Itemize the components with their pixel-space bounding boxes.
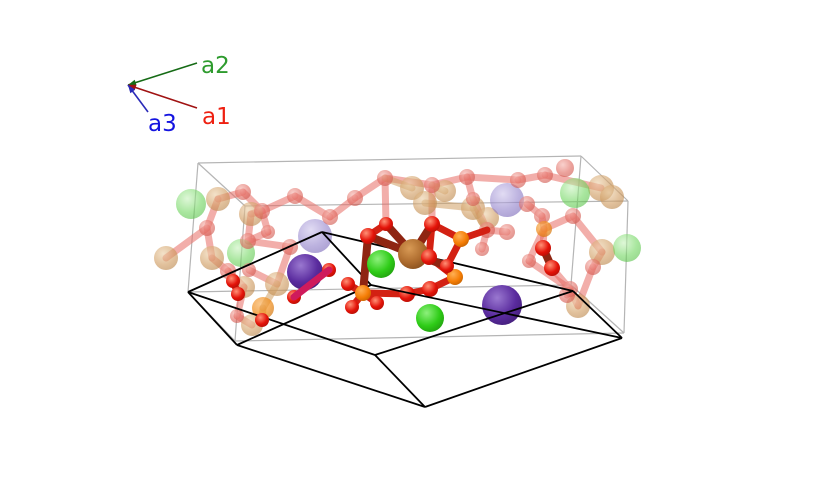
atom-O[interactable] xyxy=(535,240,551,256)
atom-P-ghost[interactable] xyxy=(600,185,624,209)
atom-O-ghost[interactable] xyxy=(199,220,215,236)
atom-O[interactable] xyxy=(424,216,440,232)
axis-arrowhead-a1 xyxy=(128,84,137,91)
atom-Fe[interactable] xyxy=(398,239,428,269)
atom-O[interactable] xyxy=(370,296,384,310)
axis-arrowhead-a3 xyxy=(128,85,136,94)
bond-dark xyxy=(359,232,372,297)
ghost-atoms xyxy=(154,159,641,336)
primitive-cell-front-edges xyxy=(236,284,623,408)
atom-Cl-ghost[interactable] xyxy=(613,234,641,262)
cell-edge xyxy=(236,284,372,346)
atom-O[interactable] xyxy=(399,286,415,302)
atom-O-ghost[interactable] xyxy=(254,203,270,219)
axis-label-a3: a3 xyxy=(148,111,177,137)
atom-O-ghost[interactable] xyxy=(235,184,251,200)
axis-line-a1 xyxy=(127,84,198,109)
bond-crimson xyxy=(290,266,333,301)
atom-O[interactable] xyxy=(544,260,560,276)
atom-O[interactable] xyxy=(231,287,245,301)
atom-P-ghost[interactable] xyxy=(589,239,615,265)
atom-O-ghost[interactable] xyxy=(475,242,489,256)
atom-P-ghost[interactable] xyxy=(265,272,289,296)
cell-edge xyxy=(236,344,426,408)
atom-O-ghost[interactable] xyxy=(556,159,574,177)
atom-Cl-ghost[interactable] xyxy=(176,189,206,219)
cell-edge xyxy=(187,231,323,293)
atom-O-ghost[interactable] xyxy=(522,254,536,268)
axis-label-a1: a1 xyxy=(202,104,231,130)
axis-widget: a2 a1 a3 xyxy=(127,53,231,137)
atom-O-ghost[interactable] xyxy=(459,169,475,185)
atom-O[interactable] xyxy=(379,217,393,231)
atom-O-ghost[interactable] xyxy=(240,233,256,249)
atom-Cl[interactable] xyxy=(416,304,444,332)
atom-O-ghost[interactable] xyxy=(510,172,526,188)
atom-K-ghost[interactable] xyxy=(490,183,524,217)
atom-O-ghost[interactable] xyxy=(537,167,553,183)
atom-O[interactable] xyxy=(255,313,269,327)
atom-O-ghost[interactable] xyxy=(377,170,393,186)
atom-P-ghost[interactable] xyxy=(200,246,224,270)
cell-edge xyxy=(424,337,623,408)
atom-P[interactable] xyxy=(453,231,469,247)
atom-Po-ghost[interactable] xyxy=(252,297,274,319)
cell-edge xyxy=(187,291,238,346)
bond-pink xyxy=(463,173,522,184)
atom-Cl-ghost[interactable] xyxy=(560,178,590,208)
atom-O-ghost[interactable] xyxy=(261,225,275,239)
atom-O[interactable] xyxy=(422,281,438,297)
cell-edge xyxy=(374,354,426,408)
atom-O[interactable] xyxy=(421,249,437,265)
atom-O-ghost[interactable] xyxy=(585,259,601,275)
atom-P[interactable] xyxy=(447,269,463,285)
atom-Cl[interactable] xyxy=(367,250,395,278)
cell-edge xyxy=(572,290,623,339)
atom-O-ghost[interactable] xyxy=(466,192,480,206)
atom-P-ghost[interactable] xyxy=(154,246,178,270)
atom-O-ghost[interactable] xyxy=(230,309,244,323)
atom-O[interactable] xyxy=(440,259,454,273)
atom-O-ghost[interactable] xyxy=(534,208,550,224)
atom-O[interactable] xyxy=(226,274,240,288)
cell-edge xyxy=(623,200,629,334)
cell-edge xyxy=(197,162,246,207)
atom-O-ghost[interactable] xyxy=(499,224,515,240)
atom-O-ghost[interactable] xyxy=(287,188,303,204)
atom-P-ghost[interactable] xyxy=(413,191,437,215)
cell-edge xyxy=(374,290,574,356)
axis-line-a2 xyxy=(127,62,198,86)
atom-P[interactable] xyxy=(355,285,371,301)
axis-arrowhead-a2 xyxy=(128,79,137,86)
atom-O-ghost[interactable] xyxy=(565,208,581,224)
atom-O[interactable] xyxy=(360,228,376,244)
cell-edge xyxy=(187,291,376,356)
atom-Po-ghost[interactable] xyxy=(536,221,552,237)
atom-O[interactable] xyxy=(341,277,355,291)
atom-O-ghost[interactable] xyxy=(424,177,440,193)
atom-O[interactable] xyxy=(345,300,359,314)
atom-P-ghost[interactable] xyxy=(206,187,230,211)
axis-label-a2: a2 xyxy=(201,53,230,79)
cell-edge xyxy=(370,284,623,339)
atom-O-ghost[interactable] xyxy=(347,190,363,206)
cell-edge xyxy=(187,162,199,293)
foreground-bond xyxy=(290,266,333,301)
cell-edge xyxy=(197,155,582,164)
atom-O-ghost[interactable] xyxy=(519,196,535,212)
atom-O-ghost[interactable] xyxy=(322,209,338,225)
